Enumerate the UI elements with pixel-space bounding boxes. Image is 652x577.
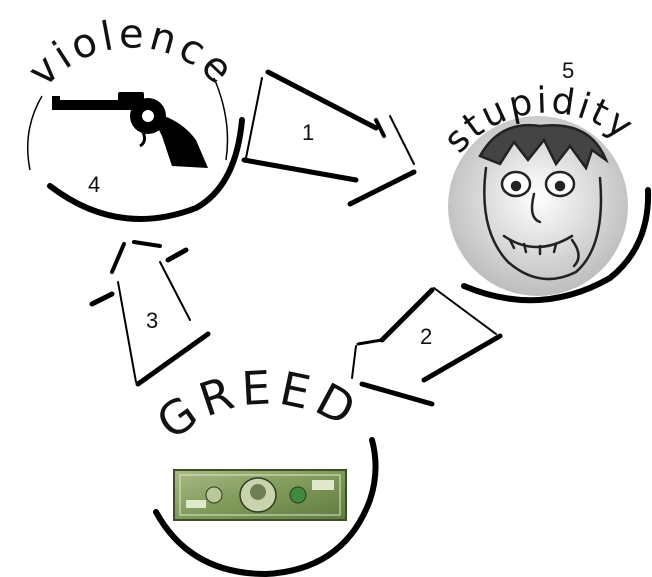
greed-label: GREED bbox=[147, 360, 369, 450]
violence-circle-shadow bbox=[50, 120, 242, 219]
arrow-3-label: 3 bbox=[146, 308, 158, 333]
arrow-1-label: 1 bbox=[302, 120, 314, 145]
arrow-2-label: 2 bbox=[420, 324, 432, 349]
greed-node: GREED bbox=[147, 360, 376, 574]
dollar-bill-icon bbox=[174, 470, 346, 520]
stupidity-number: 5 bbox=[562, 58, 574, 83]
arrow-1: 1 bbox=[244, 72, 414, 204]
violence-number: 4 bbox=[88, 172, 100, 197]
violence-node: violence 4 bbox=[19, 11, 244, 219]
violence-label: violence bbox=[19, 11, 244, 95]
arrow-2: 2 bbox=[352, 288, 500, 404]
stupidity-node: stupidity 5 bbox=[436, 58, 648, 300]
revolver-icon bbox=[52, 92, 208, 168]
arrow-3: 3 bbox=[92, 242, 208, 384]
